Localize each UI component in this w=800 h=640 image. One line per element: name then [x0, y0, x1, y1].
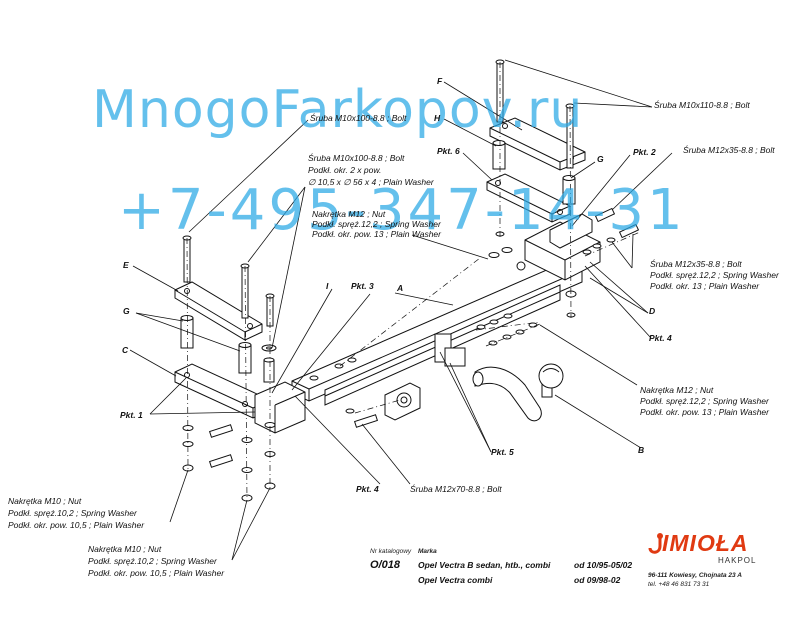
- imiola-hakpol-logo: IMIOŁA HAKPOL: [648, 530, 778, 570]
- leader-lines: [129, 59, 673, 561]
- label-nut-m10-left-line1: Nakrętka M10 ; Nut: [8, 496, 82, 506]
- label-bolt-m10x110: Śruba M10x110-8.8 ; Bolt: [654, 100, 750, 110]
- watermark-site: MnogoFarkopov.ru: [92, 80, 584, 140]
- point-label-pkt6: Pkt. 6: [437, 146, 460, 156]
- label-nut-m12-line3: Podkł. okr. pow. 13 ; Plain Washer: [312, 229, 441, 239]
- brand-label: Marka: [418, 548, 437, 555]
- tow-ball-b: [472, 363, 564, 422]
- point-label-pkt4-right: Pkt. 4: [649, 333, 672, 343]
- vehicle-model-1: Opel Vectra B sedan, htb., combi: [418, 560, 551, 570]
- watermark-phone: +7-495-347-14-31: [118, 178, 686, 243]
- bracket-c: [174, 363, 306, 434]
- label-nut-m12-right-line3: Podkł. okr. pow. 13 ; Plain Washer: [640, 407, 769, 417]
- vehicle-model-2: Opel Vectra combi: [418, 575, 493, 585]
- label-nut-m10-left-line3: Podkł. okr. pow. 10,5 ; Plain Washer: [8, 520, 145, 530]
- label-bolt-m12x70: Śruba M12x70-8.8 ; Bolt: [410, 484, 502, 494]
- label-nut-m12-right-line2: Podkł. spręż.12,2 ; Spring Washer: [640, 396, 769, 406]
- catalog-number: O/018: [370, 559, 400, 571]
- point-label-pkt2: Pkt. 2: [633, 147, 656, 157]
- part-letter-b: B: [638, 445, 645, 455]
- part-letter-h: H: [434, 113, 441, 123]
- part-letter-e: E: [123, 260, 129, 270]
- label-nut-m10-bottom-line1: Nakrętka M10 ; Nut: [88, 544, 162, 554]
- company-phone: tel. +48 46 831 73 31: [648, 581, 710, 588]
- label-nut-m12-line2: Podkł. spręż.12,2 ; Spring Washer: [312, 219, 441, 229]
- part-letter-a: A: [397, 283, 404, 293]
- part-letter-g-top: G: [597, 154, 604, 164]
- left-hardware: [182, 422, 276, 502]
- catalog-number-label: Nr katalogowy: [370, 548, 412, 555]
- label-bolt-m12x35-top: Śruba M12x35-8.8 ; Bolt: [683, 145, 775, 155]
- part-letter-f: F: [437, 76, 443, 86]
- part-letter-c: C: [122, 345, 129, 355]
- part-letter-d: D: [649, 306, 656, 316]
- label-bolt-m12x35-line1: Śruba M12x35-8.8 ; Bolt: [650, 259, 742, 269]
- spacers-left: [180, 235, 277, 383]
- vehicle-date-2: od 09/98-02: [574, 575, 621, 585]
- label-bolt-m12x35-line3: Podkł. okr. 13 ; Plain Washer: [650, 281, 760, 291]
- logo-text: IMIOŁA: [662, 530, 749, 556]
- label-nut-m10-bottom-line2: Podkł. spręż.10,2 ; Spring Washer: [88, 556, 217, 566]
- point-label-pkt3: Pkt. 3: [351, 281, 374, 291]
- plate-e: [174, 281, 263, 341]
- socket-plate: [384, 333, 466, 421]
- part-letter-g-left: G: [123, 306, 130, 316]
- point-label-pkt1: Pkt. 1: [120, 410, 143, 420]
- label-bolt-m10x100-washer-line3: ∅ 10,5 x ∅ 56 x 4 ; Plain Washer: [308, 177, 434, 187]
- vehicle-date-1: od 10/95-05/02: [574, 560, 633, 570]
- plate-pkt6: [486, 173, 571, 223]
- label-nut-m12-line1: Nakrętka M12 ; Nut: [312, 209, 386, 219]
- part-letter-i: I: [326, 281, 329, 291]
- label-bolt-m10x100-washer-line1: Śruba M10x100-8.8 ; Bolt: [308, 153, 405, 163]
- assembly-axes: [186, 62, 641, 501]
- label-bolt-m10x100-washer-line2: Podkł. okr. 2 x pow.: [308, 165, 382, 175]
- label-nut-m12-right-line1: Nakrętka M12 ; Nut: [640, 385, 714, 395]
- point-label-pkt5: Pkt. 5: [491, 447, 514, 457]
- label-nut-m10-left-line2: Podkł. spręż.10,2 ; Spring Washer: [8, 508, 137, 518]
- label-bolt-m12x35-line2: Podkł. spręż.12,2 ; Spring Washer: [650, 270, 779, 280]
- company-address: 96-111 Kowiesy, Chojnata 23 A: [648, 572, 742, 579]
- label-nut-m10-bottom-line3: Podkł. okr. pow. 10,5 ; Plain Washer: [88, 568, 225, 578]
- hook-icon: [648, 533, 663, 554]
- label-bolt-m10x100-top: Śruba M10x100-8.8 ; Bolt: [310, 113, 407, 123]
- logo-subtext: HAKPOL: [718, 556, 757, 565]
- point-label-pkt4-bottom: Pkt. 4: [356, 484, 379, 494]
